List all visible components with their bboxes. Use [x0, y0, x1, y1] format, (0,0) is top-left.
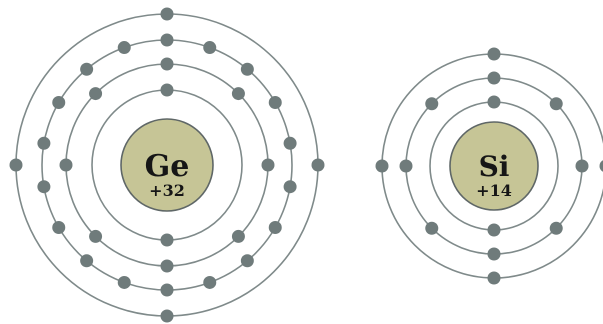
silicon-electron-shell-2 — [549, 221, 563, 235]
germanium-electron-shell-3 — [52, 221, 66, 234]
germanium-electron-shell-3 — [160, 283, 174, 297]
germanium-electron-shell-1 — [160, 233, 174, 247]
silicon-electron-shell-1 — [487, 95, 501, 109]
germanium-electron-shell-3 — [283, 180, 297, 194]
silicon-symbol: Si — [479, 150, 510, 183]
germanium-electron-shell-3 — [283, 136, 297, 150]
germanium-electron-shell-3 — [37, 136, 51, 150]
germanium-electron-shell-2 — [89, 87, 103, 101]
germanium-electron-shell-1 — [160, 83, 174, 97]
germanium-electron-shell-3 — [80, 62, 94, 76]
silicon-electron-shell-2 — [487, 71, 501, 85]
germanium-electron-shell-3 — [203, 275, 217, 289]
germanium-electron-shell-3 — [268, 96, 282, 109]
germanium-electron-shell-3 — [160, 33, 174, 47]
silicon-atom: Si +14 — [375, 47, 603, 285]
germanium-electron-shell-3 — [80, 254, 94, 268]
germanium-electron-shell-2 — [59, 158, 73, 172]
silicon-electron-shell-2 — [399, 159, 413, 173]
silicon-electron-shell-3 — [487, 271, 501, 285]
germanium-electron-shell-4 — [160, 7, 174, 21]
germanium-electron-shell-2 — [160, 259, 174, 273]
germanium-electron-shell-3 — [52, 96, 66, 109]
germanium-electron-shell-3 — [268, 221, 282, 234]
silicon-electron-shell-2 — [425, 221, 439, 235]
silicon-electron-shell-3 — [375, 159, 389, 173]
germanium-electron-shell-2 — [160, 57, 174, 71]
silicon-electron-shell-3 — [487, 47, 501, 61]
germanium-electron-shell-3 — [117, 41, 131, 55]
germanium-electron-shell-2 — [231, 229, 245, 243]
silicon-nucleus — [449, 121, 539, 211]
germanium-symbol: Ge — [145, 149, 190, 184]
germanium-electron-shell-2 — [89, 229, 103, 243]
germanium-electron-shell-4 — [311, 158, 325, 172]
germanium-electrons — [9, 7, 325, 323]
germanium-electron-shell-4 — [160, 309, 174, 323]
silicon-electron-shell-2 — [487, 247, 501, 261]
silicon-electron-shell-3 — [599, 160, 603, 172]
silicon-electron-shell-2 — [549, 97, 563, 111]
germanium-electron-shell-4 — [9, 158, 23, 172]
germanium-atom: Ge +32 — [9, 7, 325, 323]
silicon-charge: +14 — [476, 181, 512, 200]
germanium-electron-shell-2 — [231, 87, 245, 101]
germanium-electron-shell-3 — [240, 254, 254, 268]
silicon-electron-shell-1 — [487, 223, 501, 237]
silicon-electron-shell-2 — [425, 97, 439, 111]
germanium-electron-shell-3 — [37, 180, 51, 194]
silicon-electrons — [375, 47, 603, 285]
germanium-charge: +32 — [149, 181, 185, 200]
silicon-electron-shell-2 — [575, 159, 589, 173]
germanium-electron-shell-3 — [203, 41, 217, 55]
germanium-electron-shell-3 — [240, 62, 254, 76]
germanium-nucleus — [120, 118, 214, 212]
germanium-electron-shell-3 — [117, 275, 131, 289]
germanium-electron-shell-2 — [261, 158, 275, 172]
